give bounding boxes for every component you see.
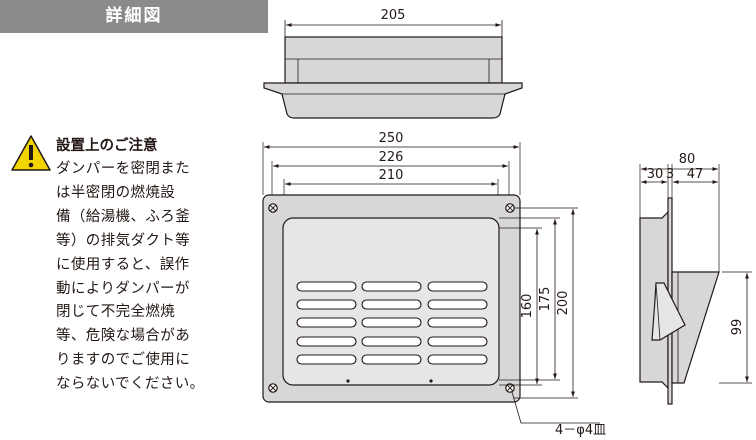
dim-3: 3 bbox=[666, 167, 674, 182]
holes-spec: 4－φ4皿 bbox=[555, 423, 606, 438]
page-title: 詳細図 bbox=[105, 6, 163, 26]
dim-47: 47 bbox=[687, 167, 704, 182]
mounting-hole bbox=[505, 383, 515, 393]
caution-line: 等）の排気ダクト等 bbox=[56, 232, 191, 249]
dim-175: 175 bbox=[538, 287, 553, 312]
caution-line: ダンパーを密閉また bbox=[56, 161, 191, 177]
caution-title: 設置上のご注意 bbox=[56, 138, 158, 154]
caution-line: 等、危険な場合があ bbox=[56, 328, 191, 345]
dim-210: 210 bbox=[379, 168, 404, 183]
dim-205: 205 bbox=[381, 8, 406, 23]
mounting-hole bbox=[268, 383, 278, 393]
header-band bbox=[0, 0, 268, 33]
dim-80: 80 bbox=[679, 152, 696, 167]
mounting-hole bbox=[268, 203, 278, 213]
caution-line: ならないでください。 bbox=[56, 376, 205, 393]
side-view bbox=[639, 164, 752, 405]
warning-triangle-icon bbox=[11, 135, 51, 171]
caution-body: ダンパーを密閉また は半密閉の燃焼設 備（給湯機、ふろ釜 等）の排気ダクト等 に… bbox=[56, 158, 204, 397]
caution-line: 動によりダンパーが bbox=[56, 280, 190, 297]
dim-160: 160 bbox=[520, 294, 535, 319]
dim-250: 250 bbox=[379, 131, 404, 146]
dim-226: 226 bbox=[379, 150, 404, 165]
caution-line: は半密閉の燃焼設 bbox=[56, 184, 176, 201]
caution-line: 閉じて不完全燃焼 bbox=[56, 304, 176, 321]
caution-line: りますのでご使用に bbox=[56, 352, 191, 369]
dim-99: 99 bbox=[730, 319, 745, 336]
louver-slots bbox=[296, 281, 488, 365]
mounting-hole bbox=[505, 203, 515, 213]
caution-line: 備（給湯機、ふろ釜 bbox=[56, 208, 191, 225]
dim-200: 200 bbox=[556, 291, 571, 316]
top-view bbox=[263, 20, 523, 119]
caution-line: に使用すると、誤作 bbox=[56, 256, 190, 273]
dim-30: 30 bbox=[647, 167, 664, 182]
